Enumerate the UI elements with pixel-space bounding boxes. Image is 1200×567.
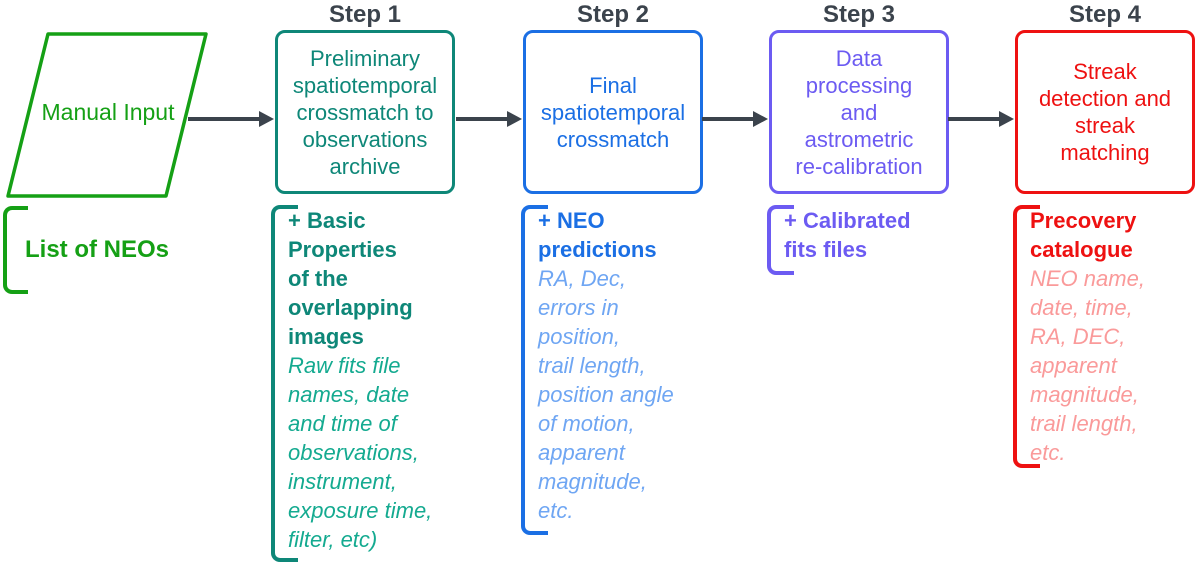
arrow-shaft [702, 117, 757, 121]
arrow-head-icon [753, 111, 768, 127]
step-1-note-title: + Basic Properties of the overlapping im… [288, 208, 413, 349]
flow-arrow-step2-to-step3 [702, 111, 768, 127]
step-2-note-title: + NEO predictions [538, 208, 657, 262]
step-2-note-detail: RA, Dec, errors in position, trail lengt… [538, 266, 674, 523]
flow-arrow-input-to-step1 [188, 111, 274, 127]
step-3-box: Data processing and astrometric re-calib… [769, 30, 949, 194]
step-3-title: Step 3 [822, 1, 896, 28]
step-1-output-note: + Basic Properties of the overlapping im… [271, 205, 501, 562]
bracket-icon [521, 205, 548, 535]
step-3-note-title: + Calibrated fits files [784, 208, 911, 262]
step-4-box-text: Streak detection and streak matching [1038, 59, 1172, 165]
arrow-shaft [188, 117, 263, 121]
arrow-head-icon [507, 111, 522, 127]
step-2-box: Final spatiotemporal crossmatch [523, 30, 703, 194]
step-2-title: Step 2 [576, 1, 650, 28]
bracket-icon [1013, 205, 1040, 468]
step-2-box-text: Final spatiotemporal crossmatch [540, 72, 686, 152]
step-4-note-title: Precovery catalogue [1030, 208, 1137, 262]
step-1-note-detail: Raw fits file names, date and time of ob… [288, 353, 433, 552]
flow-arrow-step1-to-step2 [456, 111, 522, 127]
step-1-title: Step 1 [328, 1, 402, 28]
step-1-box-text: Preliminary spatiotemporal crossmatch to… [292, 45, 438, 179]
step-4-title: Step 4 [1068, 1, 1142, 28]
step-4-output-note: Precovery catalogue NEO name, date, time… [1013, 205, 1200, 468]
bracket-icon [271, 205, 298, 562]
step-3-box-text: Data processing and astrometric re-calib… [795, 45, 923, 179]
step-1-box: Preliminary spatiotemporal crossmatch to… [275, 30, 455, 194]
step-4-box: Streak detection and streak matching [1015, 30, 1195, 194]
arrow-head-icon [259, 111, 274, 127]
step-2-output-note: + NEO predictions RA, Dec, errors in pos… [521, 205, 751, 535]
step-4-note-detail: NEO name, date, time, RA, DEC, apparent … [1030, 266, 1145, 465]
flow-arrow-step3-to-step4 [948, 111, 1014, 127]
manual-input-shape [6, 32, 208, 198]
list-of-neos-label: List of NEOs [25, 236, 170, 263]
bracket-icon [3, 206, 28, 294]
arrow-shaft [948, 117, 1003, 121]
arrow-shaft [456, 117, 511, 121]
manual-input-label: Manual Input [41, 99, 175, 125]
step-3-output-note: + Calibrated fits files [767, 205, 997, 275]
list-of-neos-note: List of NEOs [3, 206, 213, 294]
arrow-head-icon [999, 111, 1014, 127]
bracket-icon [767, 205, 794, 275]
